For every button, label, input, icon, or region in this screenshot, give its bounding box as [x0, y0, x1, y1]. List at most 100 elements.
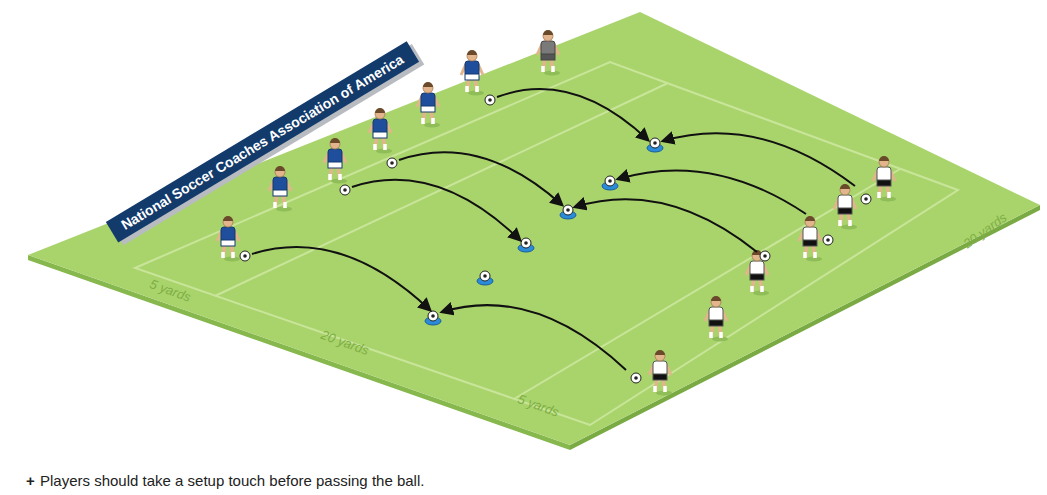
coaching-note: Players should take a setup touch before…: [40, 472, 424, 489]
ball-patch: [390, 161, 394, 165]
shorts: [877, 180, 891, 186]
pass-arrow: [352, 180, 520, 240]
shorts: [465, 74, 479, 80]
ball: [387, 158, 397, 168]
player-figure: [461, 50, 484, 96]
hair: [375, 108, 385, 113]
ball-patch: [431, 314, 435, 318]
sock: [551, 66, 555, 72]
hair: [275, 166, 285, 171]
ball-patch: [566, 208, 570, 212]
hair: [223, 216, 233, 221]
head: [543, 31, 553, 41]
ball: [823, 235, 833, 245]
sock: [838, 220, 842, 226]
hair: [543, 30, 553, 35]
sock: [719, 332, 723, 338]
ball: [240, 251, 250, 261]
ball: [605, 176, 615, 186]
player-figure: [649, 350, 672, 396]
pass-arrow: [252, 247, 430, 310]
shorts: [750, 274, 764, 280]
shorts: [273, 190, 287, 196]
head: [805, 217, 815, 227]
ball: [861, 194, 871, 204]
sock: [421, 118, 425, 124]
head: [375, 109, 385, 119]
head: [655, 351, 665, 361]
ball-patch: [826, 238, 830, 242]
sock: [465, 86, 469, 92]
ball: [760, 251, 770, 261]
ball: [521, 238, 531, 248]
ball: [650, 138, 660, 148]
player-figure: [324, 138, 347, 184]
shorts: [653, 374, 667, 380]
sock: [475, 86, 479, 92]
hair: [805, 216, 815, 221]
hair: [655, 350, 665, 355]
ball-patch: [864, 197, 868, 201]
player-figure: [834, 184, 857, 230]
pass-arrow: [442, 305, 626, 370]
ball-patch: [524, 241, 528, 245]
sock: [709, 332, 713, 338]
sock: [803, 252, 807, 258]
pass-arrows: [252, 89, 855, 370]
head: [467, 51, 477, 61]
hair: [840, 184, 850, 189]
player-figure: [217, 216, 240, 262]
hair: [423, 82, 433, 87]
sock: [750, 286, 754, 292]
pass-arrow: [575, 199, 757, 252]
pass-arrow: [497, 89, 648, 140]
player-figure: [746, 250, 769, 296]
shorts: [421, 106, 435, 112]
ball: [563, 205, 573, 215]
pass-arrow: [663, 133, 855, 186]
hair: [711, 296, 721, 301]
sock: [848, 220, 852, 226]
head: [330, 139, 340, 149]
sock: [431, 118, 435, 124]
sock: [221, 252, 225, 258]
sock: [760, 286, 764, 292]
head: [711, 297, 721, 307]
sock: [877, 192, 881, 198]
player-figure: [269, 166, 292, 212]
players: [217, 30, 896, 396]
sock: [653, 386, 657, 392]
player-figure: [799, 216, 822, 262]
head: [840, 185, 850, 195]
pass-arrow: [399, 152, 562, 205]
hair: [467, 50, 477, 55]
sock: [663, 386, 667, 392]
shorts: [541, 54, 555, 60]
sock: [283, 202, 287, 208]
sock: [541, 66, 545, 72]
ball: [485, 95, 495, 105]
head: [275, 167, 285, 177]
ball-patch: [608, 179, 612, 183]
head: [223, 217, 233, 227]
ball: [428, 311, 438, 321]
hair: [330, 138, 340, 143]
sock: [813, 252, 817, 258]
ball: [631, 373, 641, 383]
player-figure: [705, 296, 728, 342]
sock: [338, 174, 342, 180]
shorts: [803, 240, 817, 246]
head: [879, 157, 889, 167]
sock: [328, 174, 332, 180]
shorts: [328, 162, 342, 168]
player-figure: [417, 82, 440, 128]
shorts: [373, 132, 387, 138]
ball: [480, 271, 490, 281]
sock: [887, 192, 891, 198]
shorts: [709, 320, 723, 326]
sock: [373, 144, 377, 150]
pitch: [28, 12, 1040, 445]
sock: [231, 252, 235, 258]
